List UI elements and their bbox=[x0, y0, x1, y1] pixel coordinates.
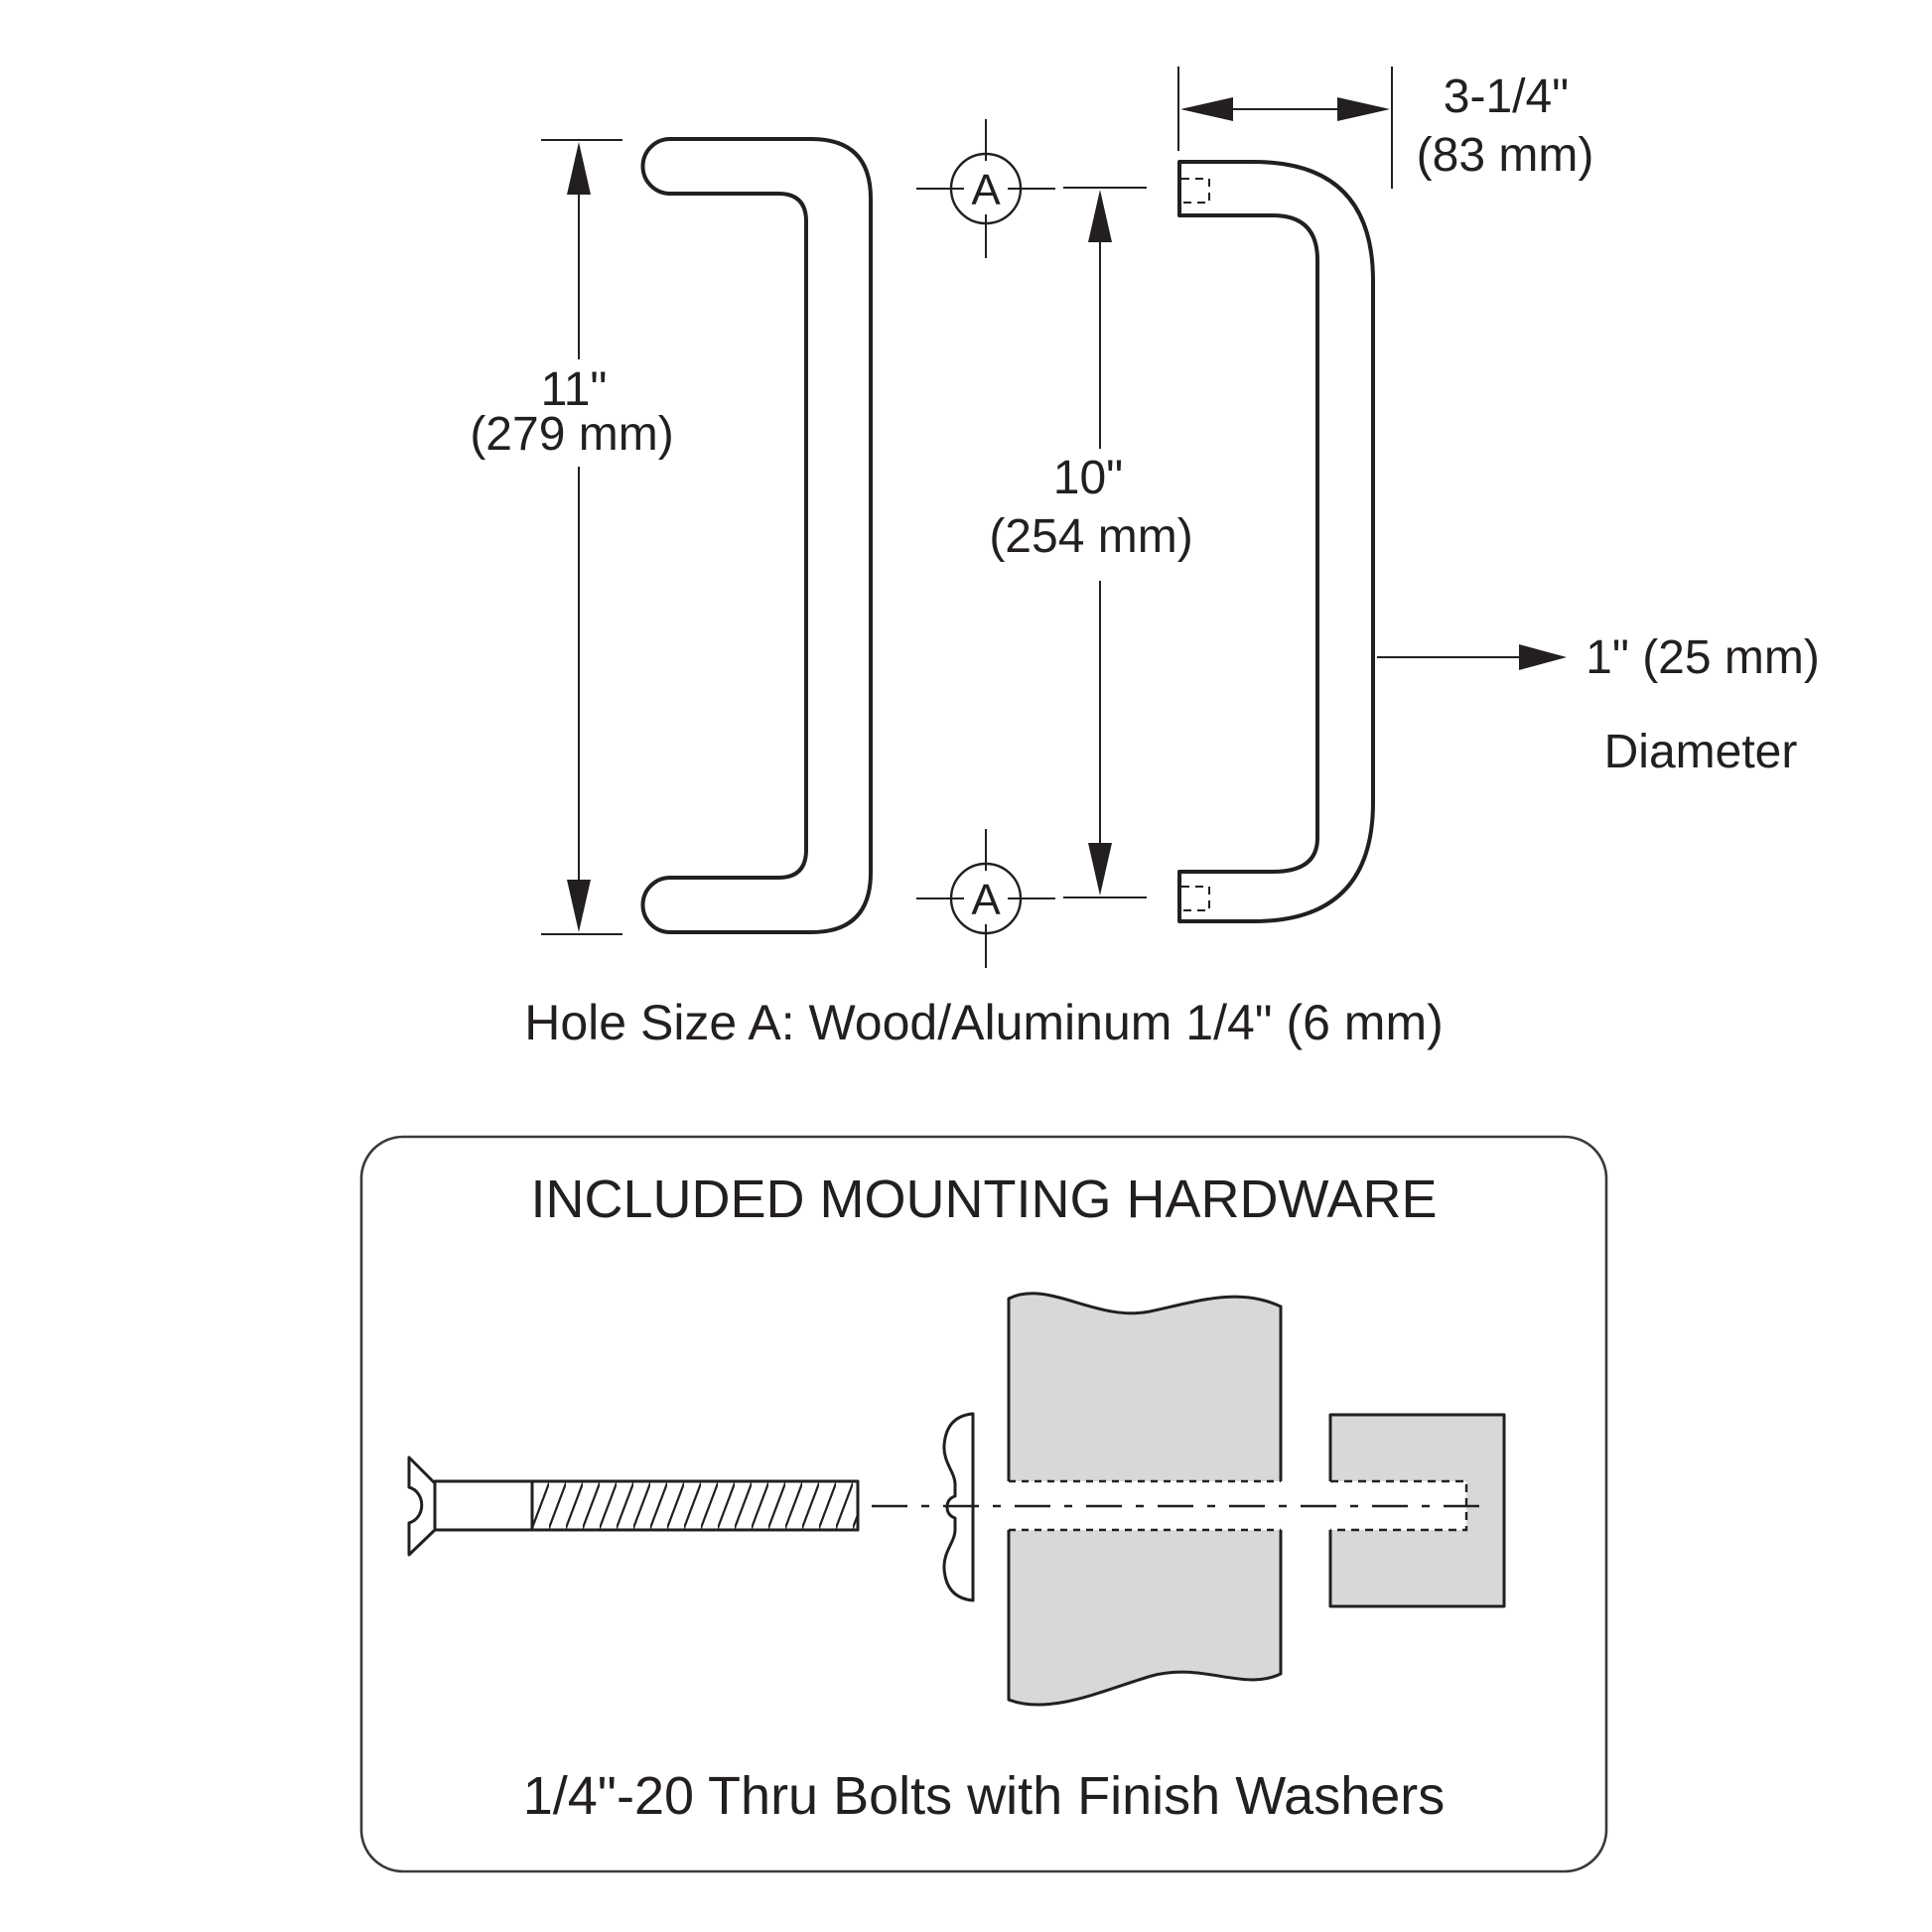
height-dim-up-arrow bbox=[567, 142, 591, 195]
bolt-shank bbox=[433, 1479, 534, 1532]
grip-length-dimension: 3-1/4" (83 mm) bbox=[1177, 67, 1594, 189]
grip-length-inches-label: 3-1/4" bbox=[1444, 70, 1569, 123]
height-inches-label: 11" bbox=[541, 363, 608, 416]
hole-marker-bottom-label-halo bbox=[964, 871, 1008, 924]
bolt-head bbox=[407, 1455, 437, 1557]
bolt-illustration bbox=[407, 1455, 860, 1557]
grip-length-right-arrow bbox=[1337, 97, 1390, 121]
hardware-box-title: INCLUDED MOUNTING HARDWARE bbox=[530, 1170, 1437, 1229]
grip-length-left-arrow bbox=[1180, 97, 1233, 121]
front-view-handle-outline bbox=[1177, 160, 1375, 923]
height-metric-label: (279 mm) bbox=[470, 408, 673, 461]
top-bolt-hole-hidden-line bbox=[1181, 178, 1210, 204]
hardware-box-border bbox=[359, 1135, 1608, 1873]
hole-marker-bottom-label: A bbox=[971, 876, 1001, 924]
hole-marker-top-label-halo bbox=[964, 161, 1008, 214]
hole-marker-top-label: A bbox=[971, 166, 1001, 214]
hole-spacing-metric-label: (254 mm) bbox=[989, 510, 1192, 563]
mounting-block-illustration bbox=[1326, 1413, 1506, 1608]
side-view-handle-outline bbox=[640, 137, 873, 934]
hardware-box-caption: 1/4"-20 Thru Bolts with Finish Washers bbox=[523, 1766, 1446, 1826]
bottom-bolt-hole-hidden-line bbox=[1181, 886, 1210, 911]
bolt-threads bbox=[530, 1479, 860, 1532]
diameter-callout: 1" (25 mm) Diameter bbox=[1377, 631, 1820, 778]
diameter-word-label: Diameter bbox=[1604, 726, 1798, 778]
side-view-handle bbox=[640, 137, 873, 934]
hole-marker-bottom-circle bbox=[949, 862, 1023, 935]
hole-marker-top-circle bbox=[949, 152, 1023, 225]
hole-spacing-up-arrow bbox=[1088, 190, 1112, 242]
hole-spacing-dimension: 10" (254 mm) bbox=[989, 187, 1193, 898]
hole-marker-bottom: A bbox=[916, 829, 1055, 968]
hardware-box: INCLUDED MOUNTING HARDWARE 1/4"-20 Thru … bbox=[359, 1135, 1608, 1873]
hole-size-note: Hole Size A: Wood/Aluminum 1/4" (6 mm) bbox=[524, 995, 1444, 1050]
height-dim-down-arrow bbox=[567, 880, 591, 932]
diameter-leader-arrow bbox=[1519, 644, 1567, 670]
diameter-value-label: 1" (25 mm) bbox=[1586, 631, 1820, 684]
front-view-handle bbox=[1177, 160, 1375, 923]
hole-marker-top: A bbox=[916, 119, 1055, 258]
grip-length-metric-label: (83 mm) bbox=[1417, 129, 1594, 182]
door-panel-illustration bbox=[1003, 1292, 1287, 1707]
hole-spacing-down-arrow bbox=[1088, 843, 1112, 896]
height-dimension: 11" (279 mm) bbox=[470, 139, 674, 935]
hole-spacing-inches-label: 10" bbox=[1053, 452, 1123, 504]
